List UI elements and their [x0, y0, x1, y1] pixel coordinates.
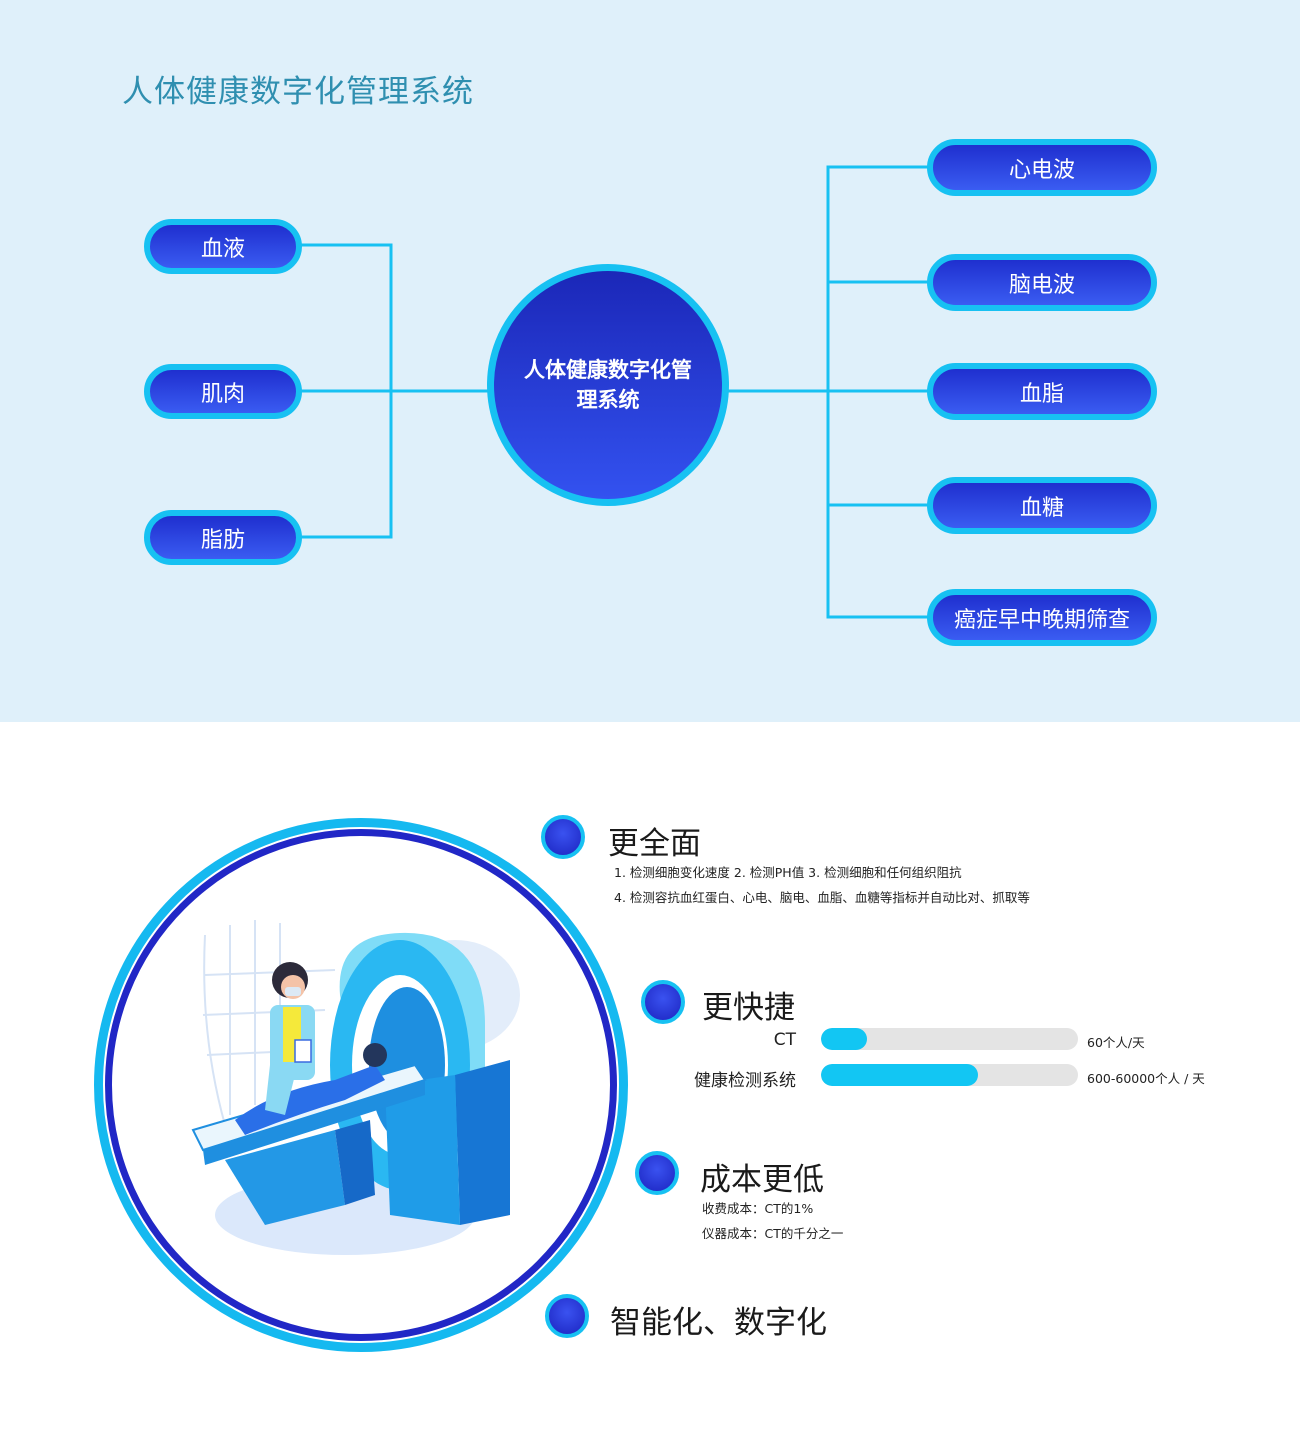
feature-title-cheaper: 成本更低: [700, 1162, 824, 1198]
node-blood-sugar[interactable]: 血糖: [927, 477, 1157, 534]
feature-title-faster: 更快捷: [702, 990, 795, 1026]
page-title: 人体健康数字化管理系统: [122, 74, 474, 110]
bar-track-ct: [821, 1028, 1078, 1050]
feature-text-comprehensive-2: 4. 检测容抗血红蛋白、心电、脑电、血脂、血糖等指标并自动比对、抓取等: [614, 890, 1030, 905]
bar-fill-ct: [821, 1028, 868, 1050]
node-fat[interactable]: 脂肪: [144, 510, 302, 565]
center-node-label: 人体健康数字化管理系统: [524, 358, 692, 412]
feature-dot-smart: [545, 1294, 589, 1338]
bar-track-system: [821, 1064, 1078, 1086]
node-blood[interactable]: 血液: [144, 219, 302, 274]
ct-scanner-illustration: [191, 920, 520, 1255]
bar-label-system: 健康检测系统: [694, 1071, 796, 1091]
connector-lines: [300, 165, 930, 619]
center-node[interactable]: 人体健康数字化管理系统: [487, 264, 729, 506]
node-ecg[interactable]: 心电波: [927, 139, 1157, 196]
node-cancer-screening[interactable]: 癌症早中晚期筛查: [927, 589, 1157, 646]
feature-dot-cheaper: [635, 1151, 679, 1195]
feature-text-cheaper-1: 收费成本：CT的1%: [702, 1201, 814, 1216]
bar-value-ct: 60个人/天: [1087, 1035, 1145, 1050]
feature-dot-comprehensive: [541, 815, 585, 859]
node-blood-lipid[interactable]: 血脂: [927, 363, 1157, 420]
feature-title-smart: 智能化、数字化: [610, 1305, 827, 1341]
feature-text-comprehensive-1: 1. 检测细胞变化速度 2. 检测PH值 3. 检测细胞和任何组织阻抗: [614, 865, 962, 880]
node-muscle[interactable]: 肌肉: [144, 364, 302, 419]
node-eeg[interactable]: 脑电波: [927, 254, 1157, 311]
feature-dot-faster: [641, 980, 685, 1024]
bar-value-system: 600-60000个人 / 天: [1087, 1071, 1205, 1086]
bar-label-ct: CT: [773, 1030, 796, 1050]
feature-title-comprehensive: 更全面: [608, 826, 701, 862]
feature-text-cheaper-2: 仪器成本：CT的千分之一: [702, 1226, 844, 1241]
bar-fill-system: [821, 1064, 978, 1086]
